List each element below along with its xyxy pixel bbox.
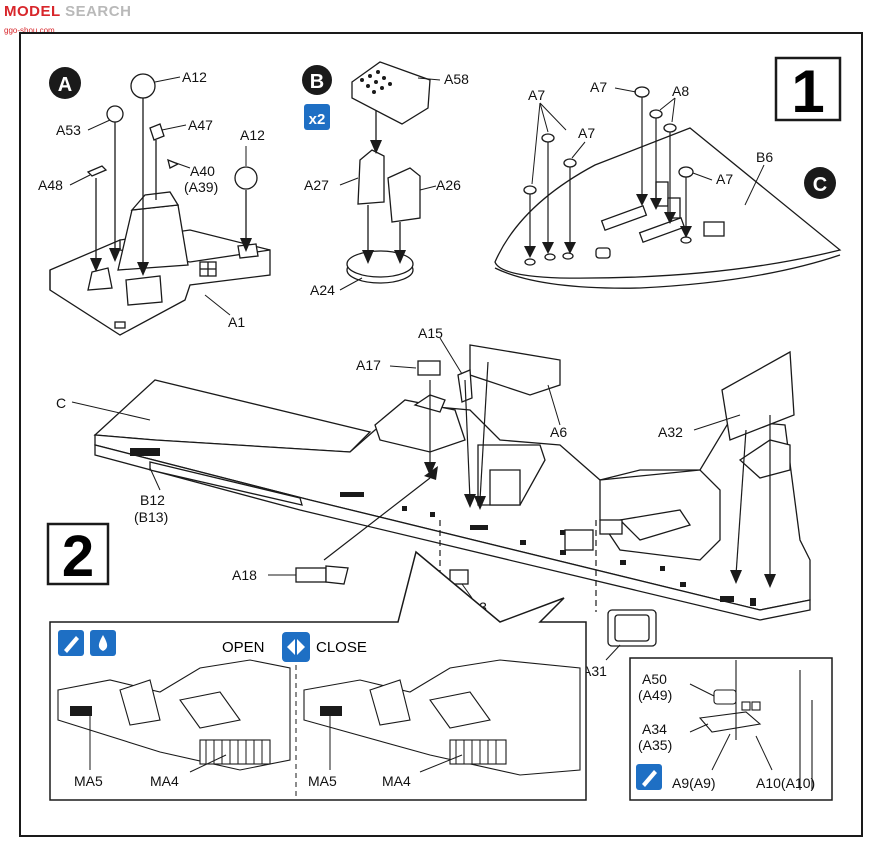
label-a32: A32 [658,424,683,440]
detail-left-louvers [205,740,497,764]
group-a-labels: A12 A53 A47 A40 (A39) A12 A48 A1 [38,69,265,330]
label-a40: A40 [190,163,215,179]
label-ma5-open: MA5 [74,773,103,789]
watermark-brand-text: SEARCH [65,3,132,20]
label-a53: A53 [56,122,81,138]
label-a18: A18 [232,567,257,583]
detail-right-labels: A50 (A49) A34 (A35) A9(A9) A10(A10) [638,671,815,791]
label-a7-left: A7 [528,87,545,103]
group-a-leaders [69,76,247,316]
watermark-logo-text: MODEL [4,3,61,20]
label-a6: A6 [550,424,567,440]
label-a24: A24 [310,282,335,298]
badge-b-multiplier-box [304,104,330,130]
group-b-leaders [339,77,441,291]
glue-drop-glyph [98,635,108,651]
step-2-number: 2 [62,524,94,589]
label-a1: A1 [228,314,245,330]
open-close-arrow-left [287,639,295,655]
label-a12-top: A12 [182,69,207,85]
label-a31: A31 [582,663,607,679]
open-close-arrow-right [297,639,305,655]
step-1-box [774,56,842,122]
detail-left-blocks [70,706,342,716]
label-a50: A50 [642,671,667,687]
watermark-logo: MODEL SEARCH [4,3,131,20]
badge-c-label: C [813,174,827,196]
paint-brush-glyph [64,636,79,653]
group-c-arrowheads [524,194,692,258]
label-a39: (A39) [184,179,218,195]
close-label: CLOSE [316,639,367,656]
group-c-drawing [494,86,842,289]
label-a7-right: A7 [716,171,733,187]
label-a15: A15 [418,325,443,341]
group-a-drawing [49,73,271,336]
label-ma5-close: MA5 [308,773,337,789]
label-a7-mid: A7 [578,125,595,141]
label-a35: (A35) [638,737,672,753]
hull-details [130,448,756,606]
label-a48: A48 [38,177,63,193]
group-b-labels: A58 A27 A26 A24 [304,71,469,298]
label-a17: A17 [356,357,381,373]
label-b13: (B13) [134,509,168,525]
label-a58: A58 [444,71,469,87]
open-label: OPEN [222,639,265,656]
step-2-box [46,522,110,586]
label-ma4-close: MA4 [382,773,411,789]
label-a7-top: A7 [590,79,607,95]
label-a9: A9(A9) [672,775,716,791]
page-frame [19,32,863,837]
label-a26: A26 [436,177,461,193]
label-c-hull: C [56,395,66,411]
detail-left-leaders [89,716,463,773]
label-a8: A8 [672,83,689,99]
group-a-arrowheads [90,238,252,276]
label-a34: A34 [642,721,667,737]
label-a10: A10(A10) [756,775,815,791]
hull-assembly-lines [323,361,771,612]
step-1-number: 1 [791,58,824,125]
group-c-pins [529,97,687,252]
detail-left-drawing [57,659,581,776]
badge-b-label: B [310,71,324,93]
detail-right-paint-glyph [642,770,657,787]
badge-a-circle [49,67,81,99]
hull-drawing [93,344,811,647]
detail-left-labels: MA5 MA4 MA5 MA4 [74,773,411,789]
detail-right-leaders [689,683,773,771]
label-b12: B12 [140,492,165,508]
badge-b-circle [302,65,332,95]
group-b-drawing [346,61,431,284]
label-a49: (A49) [638,687,672,703]
label-a12-right: A12 [240,127,265,143]
hull-leaders [71,337,741,661]
badge-c-circle [804,167,836,199]
group-c-labels: A7 A7 A8 A7 A7 B6 [528,79,773,187]
detail-right-drawing [698,660,813,790]
label-a27: A27 [304,177,329,193]
group-c-leaders [531,87,765,206]
label-a47: A47 [188,117,213,133]
badge-b-multiplier: x2 [309,111,326,128]
label-ma4-open: MA4 [150,773,179,789]
label-b6: B6 [756,149,773,165]
watermark-site: ggo-shou.com [4,26,55,35]
open-close-icon [282,632,310,662]
badge-a-label: A [58,74,72,96]
hull-arrowheads [424,462,776,588]
group-b-arrowheads [362,140,406,264]
